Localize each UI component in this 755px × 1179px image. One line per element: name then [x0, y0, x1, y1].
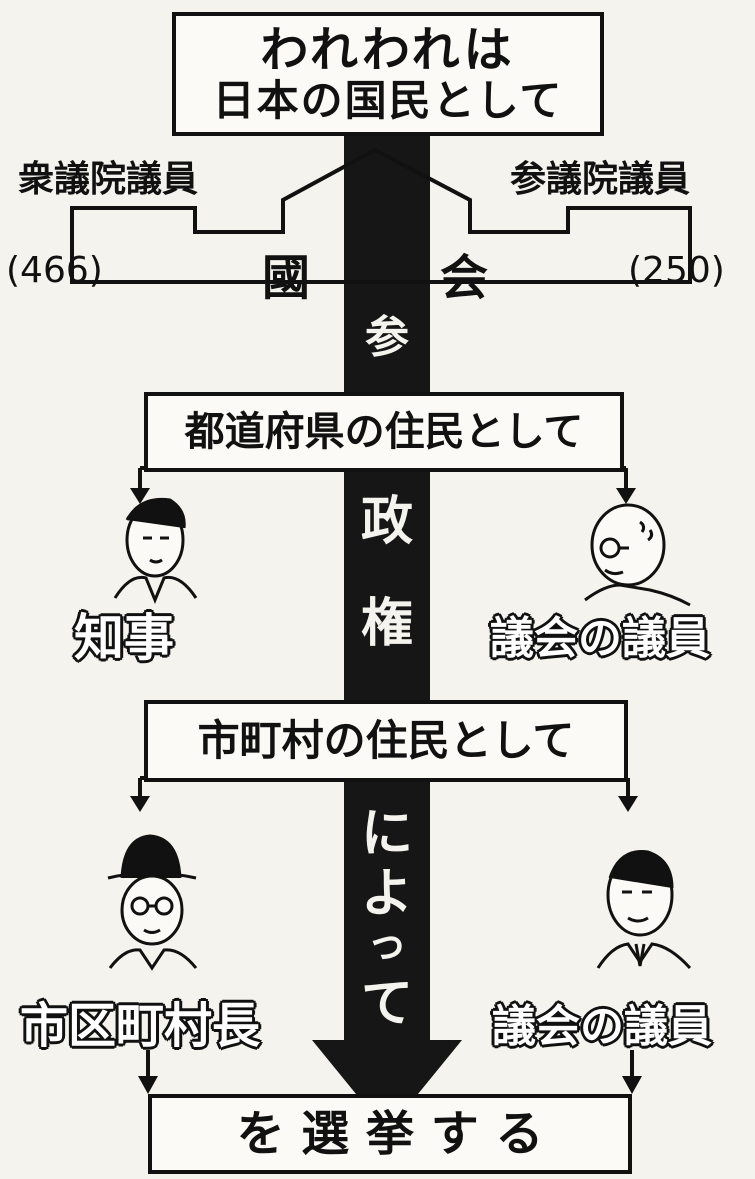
mayor-portrait-icon — [107, 834, 198, 971]
arrow-to-municipal-assembly — [618, 796, 638, 812]
prefecture-resident-box: 都道府県の住民として — [144, 392, 624, 472]
nation-box-line2: 日本の国民として — [212, 76, 564, 126]
diet-name-left: 國 — [262, 250, 311, 306]
municipal-assembly-label: 議会の議員 — [492, 1001, 712, 1052]
upper-house-label: 参議院議員 — [510, 159, 691, 200]
arrow-to-prefecture-assembly — [616, 488, 636, 504]
diet-building-outline — [70, 147, 692, 282]
lower-house-label: 衆議院議員 — [18, 159, 199, 200]
arrow-to-mayor — [130, 796, 150, 812]
diet-name-right: 会 — [440, 250, 489, 306]
arrow-to-governor — [130, 488, 150, 504]
prefecture-assembly-label: 議会の議員 — [490, 613, 710, 664]
arrow-char-2: 権 — [360, 594, 413, 654]
governor-label: 知事 — [74, 609, 174, 667]
arrow-assembly-to-election — [622, 1076, 642, 1094]
municipal-resident-box: 市町村の住民として — [144, 700, 628, 782]
election-box: を 選 挙 す る — [148, 1094, 632, 1174]
arrow-char-5: っ — [367, 921, 407, 967]
election-box-text: を 選 挙 す る — [236, 1105, 544, 1162]
arrow-head — [312, 1040, 462, 1132]
lower-house-count: (466) — [6, 250, 103, 291]
arrow-char-4: よ — [360, 864, 413, 924]
arrow-char-3: に — [360, 804, 413, 864]
municipal-box-text: 市町村の住民として — [197, 715, 575, 765]
nation-box-line1: われわれは — [260, 21, 516, 78]
arrow-char-0: 参 — [365, 312, 409, 363]
arrow-mayor-to-election — [138, 1076, 158, 1094]
governor-portrait-icon — [113, 497, 198, 604]
prefecture-assembly-member-portrait-icon — [584, 503, 691, 607]
arrow-char-1: 政 — [360, 492, 413, 552]
arrow-char-6: て — [360, 974, 413, 1034]
municipal-assembly-member-portrait-icon — [596, 850, 692, 970]
nation-citizen-box: われわれは 日本の国民として — [172, 12, 604, 136]
upper-house-count: (250) — [628, 250, 725, 291]
mayor-label: 市区町村長 — [20, 998, 261, 1054]
prefecture-box-text: 都道府県の住民として — [184, 409, 584, 455]
